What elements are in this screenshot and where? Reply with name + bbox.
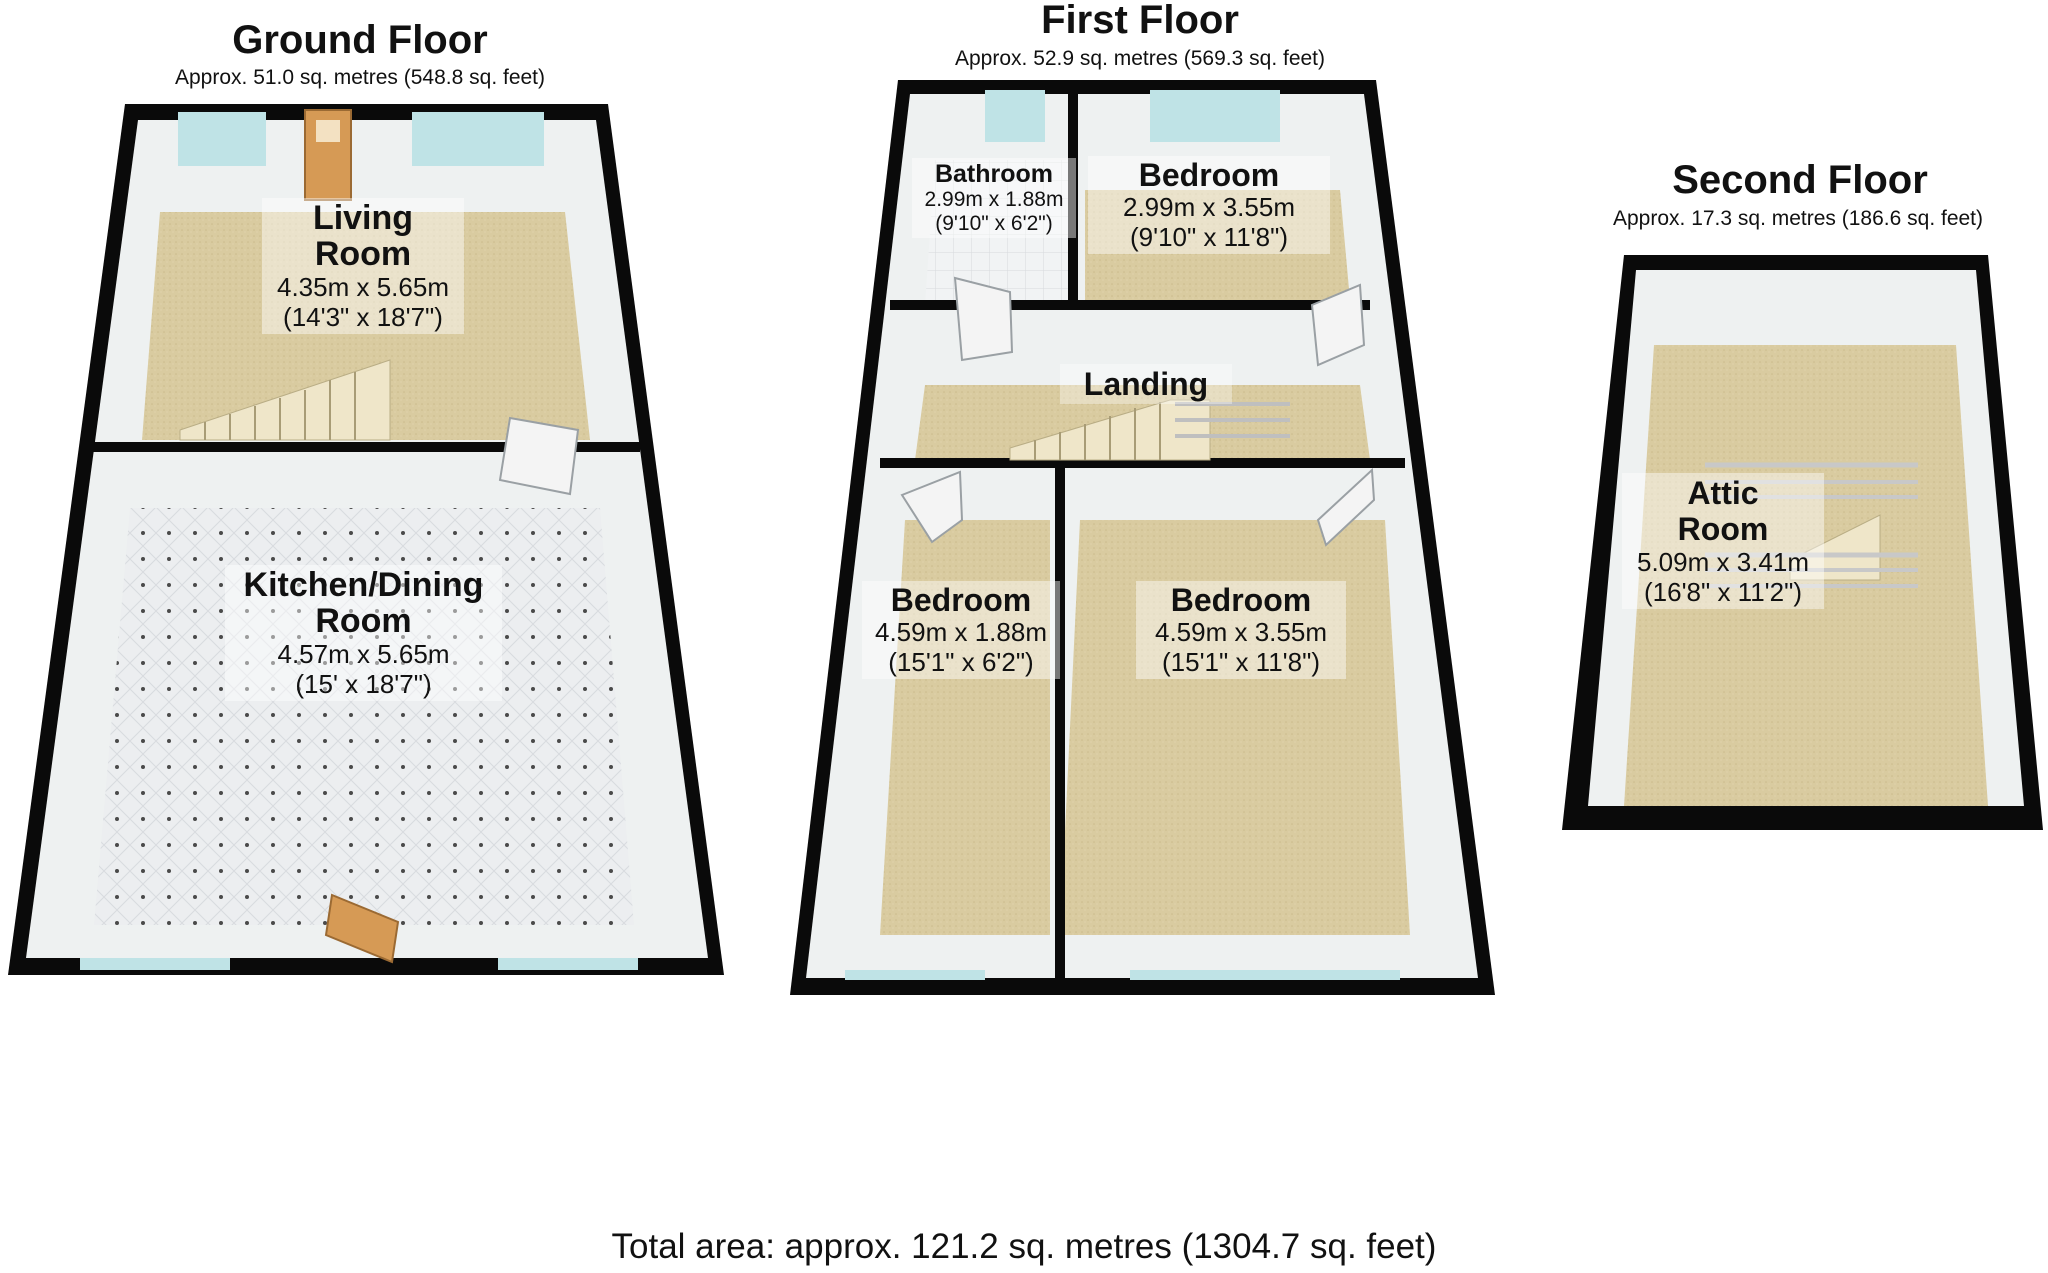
attic-room-dim-m: 5.09m x 3.41m (1637, 547, 1809, 577)
front-bedroom-name: Bedroom (1138, 157, 1280, 193)
kitchen-floor (94, 508, 634, 925)
bedrooms-divider-wall (1055, 468, 1065, 980)
small-bedroom-dim-m: 4.59m x 1.88m (875, 617, 1047, 647)
attic-room-name-line2: Room (1677, 511, 1769, 547)
front-bedroom-dim-m: 2.99m x 3.55m (1123, 192, 1295, 222)
ground-staircase-icon (179, 359, 391, 441)
bathroom-door-icon (953, 276, 1014, 362)
rear-bedroom-dim-ft: (15'1" x 11'8") (1162, 647, 1320, 677)
small-bedroom-door-icon (900, 470, 964, 544)
attic-staircase-icon (1705, 462, 1918, 588)
total-area: Total area: approx. 121.2 sq. metres (13… (611, 1227, 1437, 1266)
bathroom-dim-m: 2.99m x 1.88m (924, 188, 1064, 211)
kitchen-label: Kitchen/Dining Room 4.57m x 5.65m (15' x… (225, 565, 502, 701)
first-floor-plan (790, 80, 1495, 995)
living-room-label: Living Room 4.35m x 5.65m (14'3" x 18'7"… (262, 198, 464, 334)
front-bedroom-dim-ft: (9'10" x 11'8") (1130, 222, 1288, 252)
ground-divider-wall (84, 442, 640, 452)
small-bedroom-label: Bedroom 4.59m x 1.88m (15'1" x 6'2") (862, 581, 1060, 679)
rear-bedroom-floor (1060, 520, 1410, 935)
kitchen-name-line1: Kitchen/Dining (243, 566, 484, 604)
first-staircase-icon (1009, 399, 1290, 461)
ground-interior-door-icon (498, 416, 580, 496)
first-floor-area: Approx. 52.9 sq. metres (569.3 sq. feet) (954, 47, 1326, 70)
kitchen-dim-ft: (15' x 18'7") (295, 669, 432, 699)
ground-floor-plan (8, 104, 724, 975)
first-floor-title: First Floor (1041, 0, 1239, 42)
rear-bedroom-door-icon (1316, 467, 1376, 547)
living-room-name-line2: Room (314, 235, 412, 273)
bathroom-name: Bathroom (934, 160, 1054, 188)
landing-bottom-wall (880, 458, 1405, 468)
front-door-icon (304, 109, 352, 201)
front-door-glass-icon (316, 120, 340, 142)
attic-room-name-line1: Attic (1687, 475, 1759, 511)
second-floor-title: Second Floor (1672, 158, 1928, 202)
front-bedroom-label: Bedroom 2.99m x 3.55m (9'10" x 11'8") (1088, 156, 1330, 254)
ground-floor-area: Approx. 51.0 sq. metres (548.8 sq. feet) (174, 66, 546, 89)
front-bedroom-floor (1085, 190, 1350, 300)
small-bedroom-dim-ft: (15'1" x 6'2") (888, 647, 1034, 677)
living-window-left-icon (178, 112, 266, 166)
kitchen-name-line2: Room (315, 602, 412, 640)
front-bedroom-window-icon (1150, 90, 1280, 142)
living-window-right-icon (412, 112, 544, 166)
small-bedroom-window-icon (845, 970, 985, 980)
attic-room-dim-ft: (16'8" x 11'2") (1644, 577, 1802, 607)
rear-bedroom-dim-m: 4.59m x 3.55m (1155, 617, 1327, 647)
rear-bedroom-window-icon (1130, 970, 1400, 980)
bathroom-dim-ft: (9'10" x 6'2") (935, 212, 1053, 235)
rear-bedroom-name: Bedroom (1170, 582, 1312, 618)
landing-name: Landing (1083, 366, 1209, 402)
landing-top-wall (890, 300, 1370, 310)
living-room-dim-m: 4.35m x 5.65m (277, 272, 449, 302)
landing-label: Landing (1060, 364, 1232, 404)
living-room-name-line1: Living (312, 199, 414, 237)
rear-door-icon (324, 893, 400, 964)
bathroom-label: Bathroom 2.99m x 1.88m (9'10" x 6'2") (912, 158, 1076, 238)
living-room-dim-ft: (14'3" x 18'7") (283, 302, 443, 332)
small-bedroom-floor (880, 520, 1050, 935)
second-floor-area: Approx. 17.3 sq. metres (186.6 sq. feet) (1612, 207, 1984, 230)
attic-room-label: Attic Room 5.09m x 3.41m (16'8" x 11'2") (1622, 473, 1824, 609)
rear-bedroom-label: Bedroom 4.59m x 3.55m (15'1" x 11'8") (1136, 581, 1346, 679)
kitchen-dim-m: 4.57m x 5.65m (277, 639, 450, 669)
ground-floor-title: Ground Floor (232, 18, 488, 62)
small-bedroom-name: Bedroom (890, 582, 1032, 618)
second-floor-plan (1562, 255, 2043, 830)
kitchen-window-left-icon (80, 958, 230, 970)
front-bedroom-door-icon (1310, 283, 1366, 367)
bathroom-window-icon (985, 90, 1045, 142)
kitchen-window-right-icon (498, 958, 638, 970)
bathroom-floor (925, 160, 1068, 305)
bathroom-bedroom-wall (1068, 92, 1078, 308)
living-room-floor (142, 212, 590, 440)
